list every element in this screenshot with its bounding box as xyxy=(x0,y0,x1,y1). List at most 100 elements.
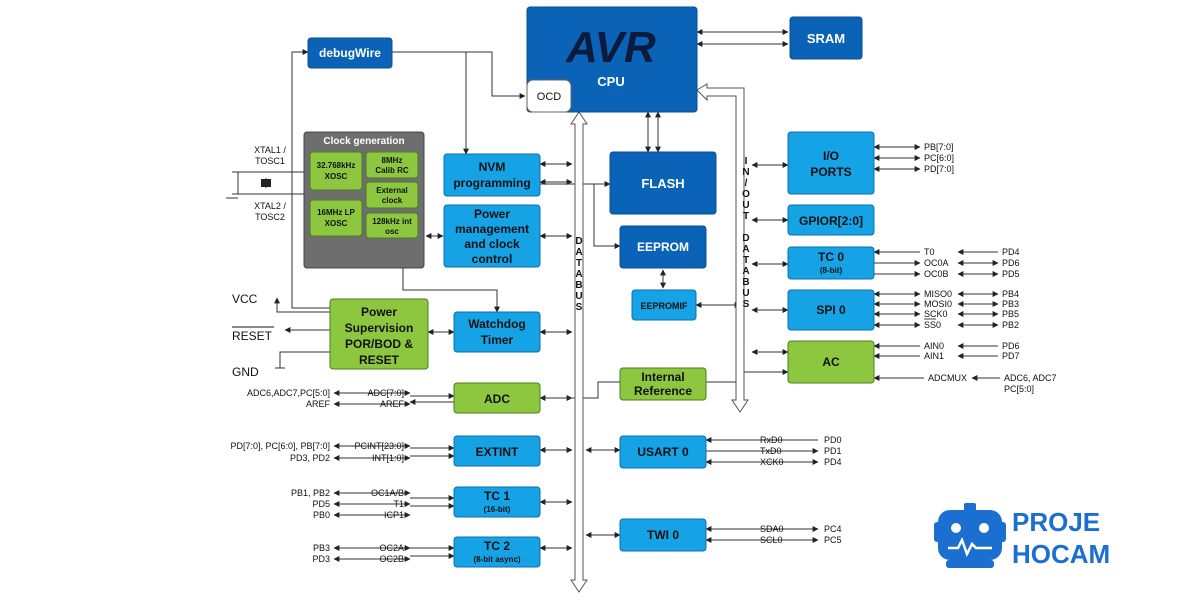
tc0-pin-3: PD5 xyxy=(1002,269,1020,279)
osc-32k-label-2: XOSC xyxy=(325,172,348,181)
osc-128k-label-2: osc xyxy=(385,227,399,236)
clock-generation-block: Clock generation 32.768kHz XOSC 8MHz Cal… xyxy=(303,131,425,269)
debugwire-label: debugWire xyxy=(319,46,381,60)
xtal2-label-1: XTAL2 / xyxy=(254,201,286,211)
gpior-label: GPIOR[2:0] xyxy=(799,214,863,228)
power-management-block: Power management and clock control xyxy=(443,204,541,268)
sram-label: SRAM xyxy=(807,31,845,46)
ac-label: AC xyxy=(822,355,840,369)
eepromif-label: EEPROMIF xyxy=(640,301,688,311)
iref-label-2: Reference xyxy=(634,384,692,398)
ac-block: AC xyxy=(787,340,875,384)
tc2-block: TC 2 (8-bit async) xyxy=(453,536,541,568)
logo-line-2: HOCAM xyxy=(1012,539,1110,569)
spi-label: SPI 0 xyxy=(816,303,846,317)
tc0-pin-2: PD6 xyxy=(1002,258,1020,268)
pm-label-4: control xyxy=(472,252,513,266)
nvm-label-2: programming xyxy=(453,176,530,190)
spi-sig-1: MISO0 xyxy=(924,289,952,299)
twi-pin-2: PC5 xyxy=(824,535,842,545)
osc-32k-label-1: 32.768kHz xyxy=(317,161,356,170)
xtal2-label-2: TOSC2 xyxy=(255,212,285,222)
watchdog-label-2: Timer xyxy=(481,333,514,347)
twi-pin-1: PC4 xyxy=(824,524,842,534)
ps-label-4: RESET xyxy=(359,353,400,367)
internal-reference-block: Internal Reference xyxy=(619,367,707,401)
io-pin-3: PD[7:0] xyxy=(924,164,954,174)
ps-label-1: Power xyxy=(361,305,397,319)
usart-block: USART 0 xyxy=(619,435,707,469)
robot-head-icon xyxy=(934,503,1006,568)
spi-pin-3: PB5 xyxy=(1002,309,1019,319)
eeprom-block: EEPROM xyxy=(619,225,707,269)
twi-label: TWI 0 xyxy=(647,528,679,542)
tc2-in1-out: OC2A xyxy=(379,543,404,553)
spi-pin-2: PB3 xyxy=(1002,299,1019,309)
flash-label: FLASH xyxy=(641,176,684,191)
twi-sig-1: SDA0 xyxy=(760,524,784,534)
vcc-label: VCC xyxy=(232,292,258,306)
io-label-2: PORTS xyxy=(810,165,851,179)
adc-block: ADC xyxy=(453,382,541,414)
flash-block: FLASH xyxy=(609,151,717,215)
extint-label: EXTINT xyxy=(476,445,519,459)
ac-sig-2: AIN1 xyxy=(924,351,944,361)
adc-in1-out: ADC[7:0] xyxy=(367,388,404,398)
spi-sig-2: MOSI0 xyxy=(924,299,952,309)
debugwire-block: debugWire xyxy=(307,37,393,69)
spi-pin-1: PB4 xyxy=(1002,289,1019,299)
right-signals: PB[7:0] PC[6:0] PD[7:0] T0 PD4 OC0A PD6 … xyxy=(760,142,1057,545)
eeprom-label: EEPROM xyxy=(637,240,689,254)
nvm-block: NVM programming xyxy=(443,153,541,197)
ext-in2-out: INT[1:0] xyxy=(372,453,404,463)
clock-generation-title: Clock generation xyxy=(323,136,404,147)
ext-clock-label-2: clock xyxy=(382,196,403,205)
spi-block: SPI 0 xyxy=(787,289,875,331)
adcmux-pins-2: PC[5:0] xyxy=(1004,384,1034,394)
adc-in2: AREF xyxy=(306,399,331,409)
ext-in2: PD3, PD2 xyxy=(290,453,330,463)
power-supervision-block: Power Supervision POR/BOD & RESET xyxy=(329,298,429,370)
adc-label: ADC xyxy=(484,392,510,406)
projehocam-logo: PROJE HOCAM xyxy=(934,503,1110,569)
left-signals: ADC6,ADC7,PC[5:0] ADC[7:0] AREF AREF PD[… xyxy=(230,388,404,564)
reset-label: RESET xyxy=(232,329,273,343)
usart-sig-1: RxD0 xyxy=(760,435,783,445)
tc1-in3-out: ICP1 xyxy=(384,510,404,520)
tc1-in2: PD5 xyxy=(312,499,330,509)
usart-pin-2: PD1 xyxy=(824,446,842,456)
osc-16m-label-1: 16MHz LP xyxy=(317,208,355,217)
tc1-sub: (16-bit) xyxy=(484,505,511,514)
usart-pin-1: PD0 xyxy=(824,435,842,445)
ac-pin-2: PD7 xyxy=(1002,351,1020,361)
tc0-sig-3: OC0B xyxy=(924,269,949,279)
osc-16m-label-2: XOSC xyxy=(325,219,348,228)
adc-in2-out: AREF xyxy=(380,399,405,409)
io-label-1: I/O xyxy=(823,149,839,163)
tc1-in2-out: T1 xyxy=(393,499,404,509)
io-pin-2: PC[6:0] xyxy=(924,153,954,163)
tc0-pin-1: PD4 xyxy=(1002,247,1020,257)
ocd-label: OCD xyxy=(537,91,562,103)
iref-label-1: Internal xyxy=(641,370,684,384)
adcmux-pins-1: ADC6, ADC7 xyxy=(1004,373,1057,383)
ac-sig-1: AIN0 xyxy=(924,341,944,351)
pm-label-1: Power xyxy=(474,207,510,221)
usart-sig-2: TxD0 xyxy=(760,446,782,456)
ext-in1-out: PCINT[23:0] xyxy=(354,441,404,451)
adcmux-label: ADCMUX xyxy=(928,373,967,383)
watchdog-block: Watchdog Timer xyxy=(453,311,541,353)
usart-pin-3: PD4 xyxy=(824,457,842,467)
pm-label-3: and clock xyxy=(464,237,520,251)
ps-label-3: POR/BOD & xyxy=(345,337,413,351)
osc-8m-label-2: Calib RC xyxy=(375,166,409,175)
cpu-label: CPU xyxy=(597,74,624,89)
tc2-in2: PD3 xyxy=(312,554,330,564)
usart-label: USART 0 xyxy=(637,445,689,459)
tc0-sub: (8-bit) xyxy=(820,266,843,275)
spi-sig-3: SCK0 xyxy=(924,309,948,319)
connections xyxy=(226,29,1000,562)
